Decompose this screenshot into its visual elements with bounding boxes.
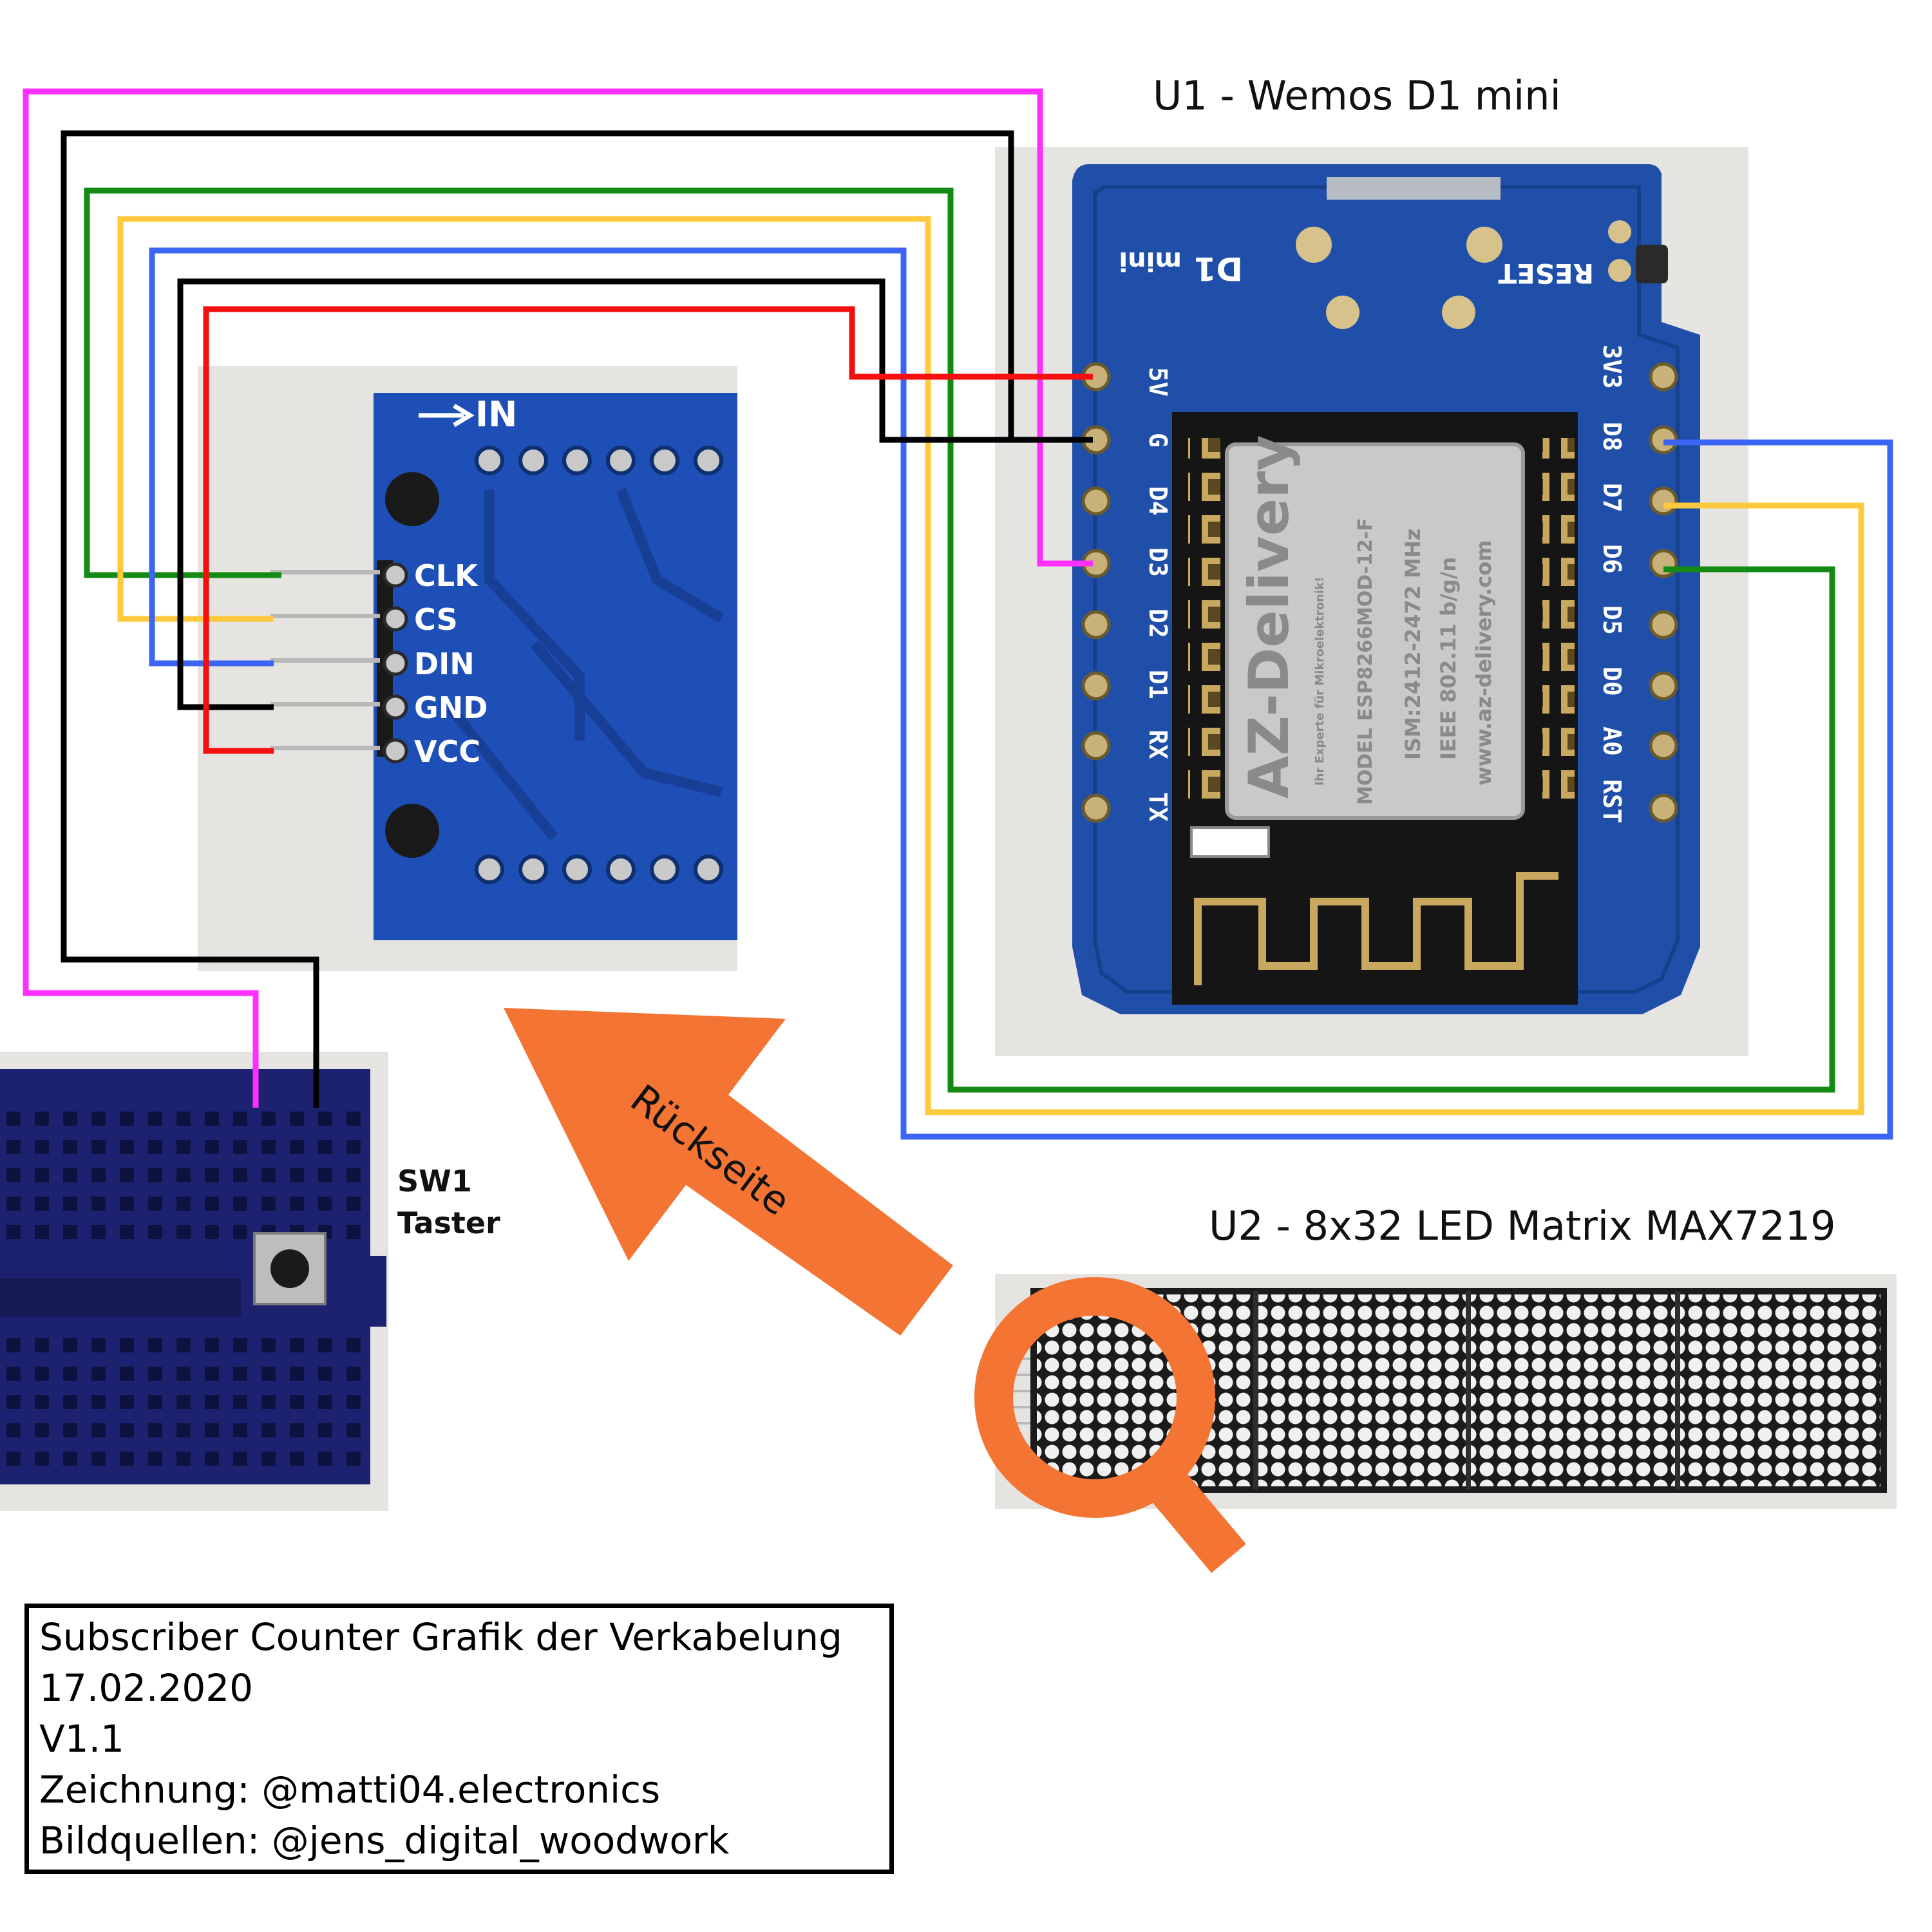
- rueckseite-arrow: Rückseite: [504, 1008, 953, 1336]
- pin-d0: [1649, 671, 1678, 701]
- pin-tx: [1081, 793, 1111, 823]
- label-d6: D6: [1598, 544, 1626, 574]
- label-clk: CLK: [414, 558, 479, 593]
- module-brand: AZ-Delivery: [1237, 435, 1302, 799]
- wemos-d1-mini-board: D1 mini RESET 5V G D4 D3 D2 D1 RX TX: [995, 147, 1748, 1056]
- pin-d1: [1081, 671, 1111, 701]
- pin-3v3: [1649, 362, 1678, 392]
- silk-d1: D1: [1194, 250, 1243, 287]
- pin-din: [383, 650, 408, 676]
- pin-vcc: [383, 738, 408, 764]
- wire-black-gnd-g: [177, 278, 1093, 710]
- pin-rst: [1649, 793, 1678, 823]
- u1-title: U1 - Wemos D1 mini: [1153, 72, 1561, 119]
- pin-d4: [1081, 486, 1111, 516]
- pin-cs: [383, 606, 408, 632]
- pushbutton-cap: [270, 1249, 309, 1288]
- breadboard-sw1: [0, 1052, 388, 1511]
- info-version: V1.1: [39, 1717, 124, 1761]
- label-d1: D1: [1144, 670, 1172, 699]
- pin-d5: [1649, 610, 1678, 639]
- label-5v: 5V: [1144, 367, 1172, 397]
- label-rst: RST: [1598, 779, 1626, 824]
- sw1-label: SW1: [397, 1164, 472, 1198]
- module-line-3: ISM:2412-2472 MHz: [1401, 529, 1425, 760]
- u1-left-header: [1081, 362, 1111, 823]
- label-d0: D0: [1598, 667, 1626, 696]
- label-tx: TX: [1144, 792, 1172, 822]
- wire-yellow-cs-d7: [117, 216, 1864, 1115]
- u2-title: U2 - 8x32 LED Matrix MAX7219: [1209, 1202, 1836, 1249]
- wire-blue-din-d8: [149, 247, 1893, 1140]
- wire-magenta-d3-switch: [23, 88, 1093, 1108]
- pin-a0: [1649, 731, 1678, 761]
- silk-mini: mini: [1119, 246, 1182, 276]
- wire-green-clk-d6: [84, 187, 1835, 1093]
- module-line-2: MODEL ESP8266MOD-12-F: [1354, 518, 1377, 805]
- wires: [23, 88, 1893, 1140]
- info-date: 17.02.2020: [39, 1666, 254, 1710]
- label-gnd: GND: [414, 690, 488, 725]
- info-drawing-credit: Zeichnung: @matti04.electronics: [39, 1768, 661, 1812]
- label-din: DIN: [414, 647, 475, 681]
- label-d3: D3: [1144, 547, 1172, 577]
- esp8266-module: AZ-Delivery Ihr Experte für Mikroelektro…: [1172, 412, 1578, 1005]
- label-d5: D5: [1598, 605, 1626, 635]
- label-d4: D4: [1144, 486, 1172, 516]
- arrow-icon: [504, 1008, 953, 1336]
- pin-d6: [1649, 549, 1678, 578]
- info-title: Subscriber Counter Grafik der Verkabelun…: [39, 1615, 842, 1659]
- pin-d2: [1081, 610, 1111, 639]
- label-g: G: [1144, 433, 1172, 448]
- label-d8: D8: [1598, 422, 1626, 451]
- info-image-credit: Bildquellen: @jens_digital_woodwork: [39, 1819, 730, 1862]
- module-line-5: www.az-delivery.com: [1472, 540, 1496, 786]
- pin-gnd: [383, 694, 408, 720]
- pin-d7: [1649, 486, 1678, 516]
- max7219-pin-header: [270, 560, 408, 764]
- wire-red-vcc-5v: [203, 306, 1093, 754]
- u1-left-pin-labels: 5V G D4 D3 D2 D1 RX TX: [1144, 367, 1172, 822]
- label-cs: CS: [414, 602, 458, 637]
- pin-clk: [383, 562, 408, 588]
- magnifier-icon: [974, 1277, 1246, 1573]
- pin-rx: [1081, 731, 1111, 761]
- label-d7: D7: [1598, 483, 1626, 513]
- sw1-sublabel: Taster: [397, 1206, 500, 1240]
- label-vcc: VCC: [414, 734, 480, 769]
- u1-right-pin-labels: 3V3 D8 D7 D6 D5 D0 A0 RST: [1598, 345, 1626, 824]
- label-a0: A0: [1598, 726, 1626, 756]
- max7219-board-back: IN CLK CS DIN GND VCC: [198, 366, 737, 971]
- silk-reset: RESET: [1498, 258, 1594, 289]
- info-box: Subscriber Counter Grafik der Verkabelun…: [24, 1604, 894, 1874]
- module-line-4: IEEE 802.11 b/g/n: [1436, 557, 1461, 760]
- label-3v3: 3V3: [1598, 345, 1626, 389]
- in-label: IN: [475, 394, 517, 435]
- module-line-1: Ihr Experte für Mikroelektronik!: [1313, 577, 1327, 786]
- label-d2: D2: [1144, 609, 1172, 638]
- label-rx: RX: [1144, 730, 1172, 759]
